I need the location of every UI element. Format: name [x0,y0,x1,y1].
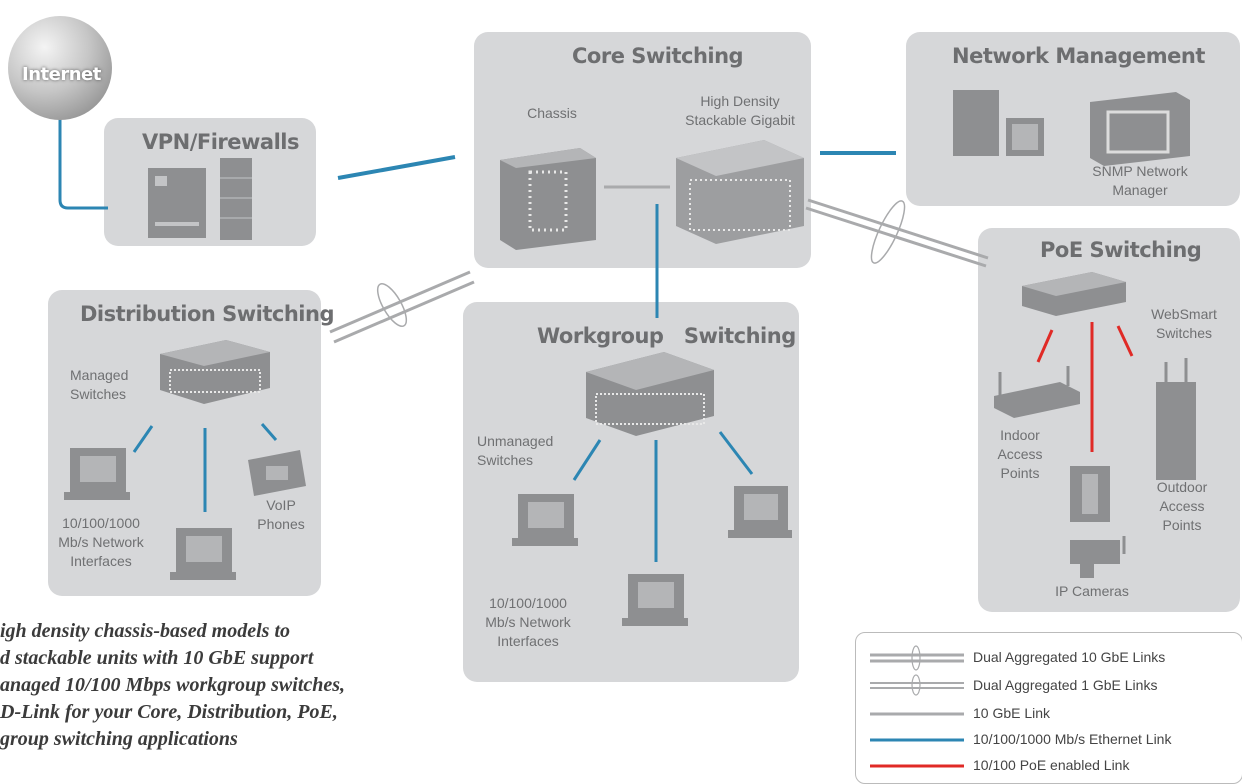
legend: Dual Aggregated 10 GbE Links Dual Aggreg… [855,632,1242,784]
dual-aggregated-link-icon [870,645,964,671]
single-link-icon [870,712,964,716]
ethernet-link-icon [870,738,964,742]
caption-line: D-Link for your Core, Distribution, PoE, [0,701,338,723]
voip-label: VoIP Phones [257,497,305,532]
network-management-title: Network Management [952,44,1205,68]
snmp-label: SNMP Network Manager [1092,163,1188,198]
poe-injector-icon [1070,466,1110,522]
poe-link-indoor [1036,329,1054,363]
poe-link-icon [870,764,964,768]
diagram-caption: igh density chassis-based models to d st… [0,618,440,753]
chassis-label: Chassis [527,105,577,121]
poe-switching-title: PoE Switching [1040,238,1202,262]
ip-camera-icon [1070,536,1126,578]
vpn-core-link [337,155,456,180]
websmart-switch-icon [1022,272,1126,316]
dist-pc1-link [132,425,154,453]
vpn-appliance-icon [148,168,206,238]
legend-item-dual-10gbe: Dual Aggregated 10 GbE Links [856,645,1242,671]
workgroup-switching-title: Workgroup Switching [537,324,796,348]
outdoor-access-point-icon [1156,358,1196,480]
indoor-ap-label: Indoor Access Points [997,427,1043,481]
distribution-switching-title: Distribution Switching [80,302,334,326]
wg-nic-label: 10/100/1000 Mb/s Network Interfaces [485,595,571,649]
dual-aggregated-link-icon [870,674,964,696]
workstation-icon [728,486,792,538]
voip-phone-icon [248,450,306,496]
managed-switch-icon [160,340,270,404]
legend-item-poe: 10/100 PoE enabled Link [856,753,1242,779]
vpn-firewalls-panel [104,118,316,246]
wg-pc3-link [718,431,754,475]
legend-label: 10 GbE Link [973,705,1051,721]
snmp-manager-icon [1090,92,1190,166]
unmanaged-switches-label: Unmanaged Switches [477,433,554,468]
stackable-label: High Density Stackable Gigabit [685,93,795,128]
workstation-icon [170,528,236,580]
dist-voip-link [260,423,278,441]
poe-link-outdoor [1116,325,1134,357]
firewall-icon [220,158,252,240]
core-switching-title: Core Switching [572,44,744,68]
caption-line: anaged 10/100 Mbps workgroup switches, [0,674,346,696]
stackable-switch-icon [676,140,804,244]
chassis-icon [500,148,596,250]
core-poe-aggregated-link [805,198,989,268]
legend-item-dual-1gbe: Dual Aggregated 1 GbE Links [856,673,1242,699]
server-icon [953,90,1044,156]
indoor-access-point-icon [994,366,1080,418]
legend-label: Dual Aggregated 10 GbE Links [973,649,1166,665]
workstation-icon [64,448,130,500]
legend-item-ethernet: 10/100/1000 Mb/s Ethernet Link [856,727,1242,753]
unmanaged-switch-icon [586,352,714,436]
legend-label: 10/100/1000 Mb/s Ethernet Link [973,731,1172,747]
caption-line: group switching applications [0,728,238,750]
workstation-icon [512,494,578,546]
ip-cameras-label: IP Cameras [1055,583,1129,599]
wg-pc1-link [572,439,602,481]
legend-label: Dual Aggregated 1 GbE Links [973,677,1158,693]
internet-label: Internet [22,64,101,85]
internet-link [58,110,108,210]
legend-item-10gbe: 10 GbE Link [856,701,1242,727]
internet-globe-icon: Internet [8,16,112,120]
workstation-icon [622,574,688,626]
legend-label: 10/100 PoE enabled Link [973,757,1130,773]
managed-switches-label: Managed Switches [70,367,129,402]
websmart-label: WebSmart Switches [1151,306,1217,341]
outdoor-ap-label: Outdoor Access Points [1156,479,1208,533]
distribution-core-aggregated-link [329,270,475,344]
caption-line: igh density chassis-based models to [0,620,291,642]
caption-line: d stackable units with 10 GbE support [0,647,314,669]
dist-nic-label: 10/100/1000 Mb/s Network Interfaces [58,515,144,569]
vpn-firewalls-title: VPN/Firewalls [142,130,300,154]
